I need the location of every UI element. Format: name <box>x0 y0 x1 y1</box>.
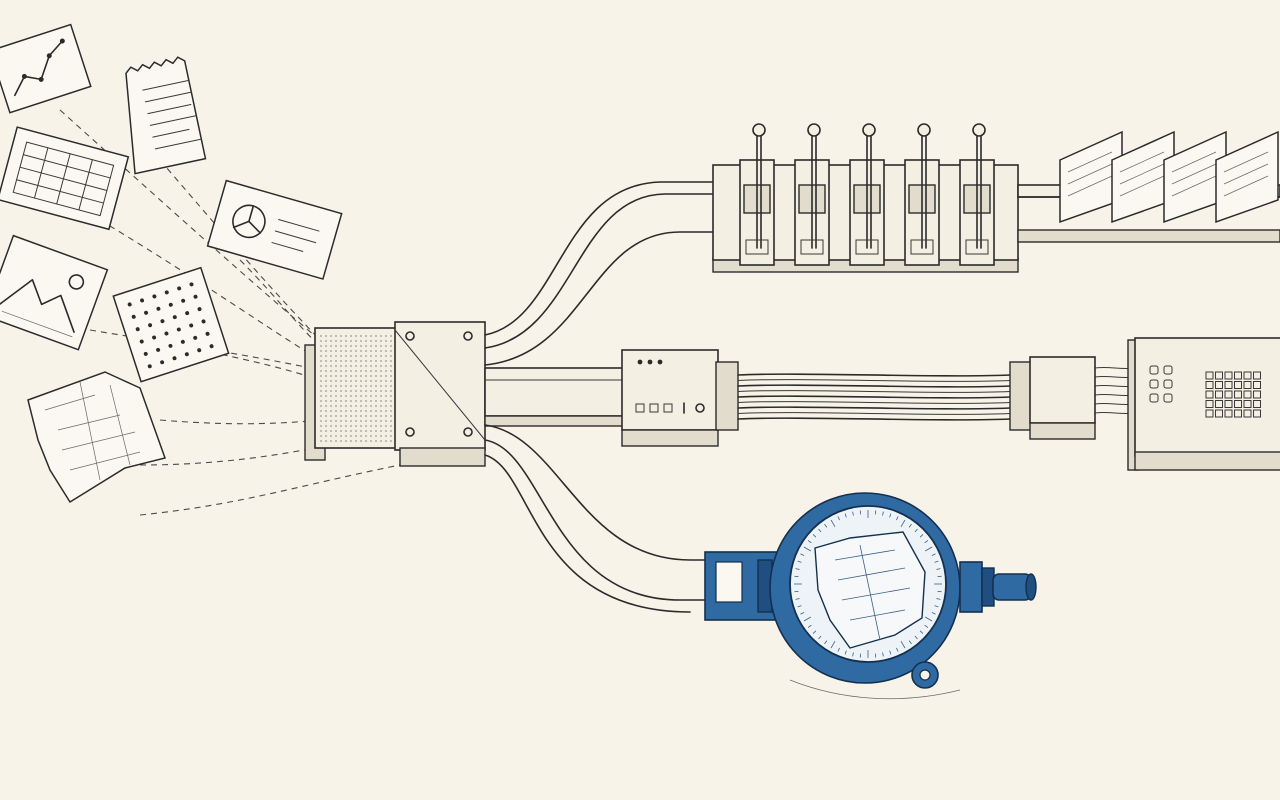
relay-module <box>621 349 739 447</box>
dot-grid-sheet <box>112 266 230 383</box>
image-sheet <box>0 234 109 351</box>
switch-bank <box>712 123 1019 273</box>
line-chart-sheet <box>0 23 92 114</box>
inspection-gauge <box>704 492 1037 700</box>
receipt-sheet <box>125 56 207 175</box>
toggle-switch <box>739 123 775 266</box>
lower-tubes <box>484 424 711 613</box>
toggle-switch <box>904 123 940 266</box>
hub-connector <box>304 321 486 467</box>
toggle-switch <box>794 123 830 266</box>
cable-coupler <box>1009 356 1096 440</box>
crumpled-note <box>27 371 166 504</box>
toggle-switch <box>959 123 995 266</box>
terminal-device <box>1127 337 1280 471</box>
table-sheet <box>0 126 130 231</box>
middle-rail <box>484 367 626 427</box>
cable-bundle <box>737 366 1136 421</box>
output-track <box>1017 130 1280 243</box>
upper-tubes <box>484 181 716 366</box>
toggle-switch <box>849 123 885 266</box>
output-card <box>1163 130 1227 224</box>
output-card <box>1215 130 1279 224</box>
pie-chart-card <box>206 179 343 280</box>
